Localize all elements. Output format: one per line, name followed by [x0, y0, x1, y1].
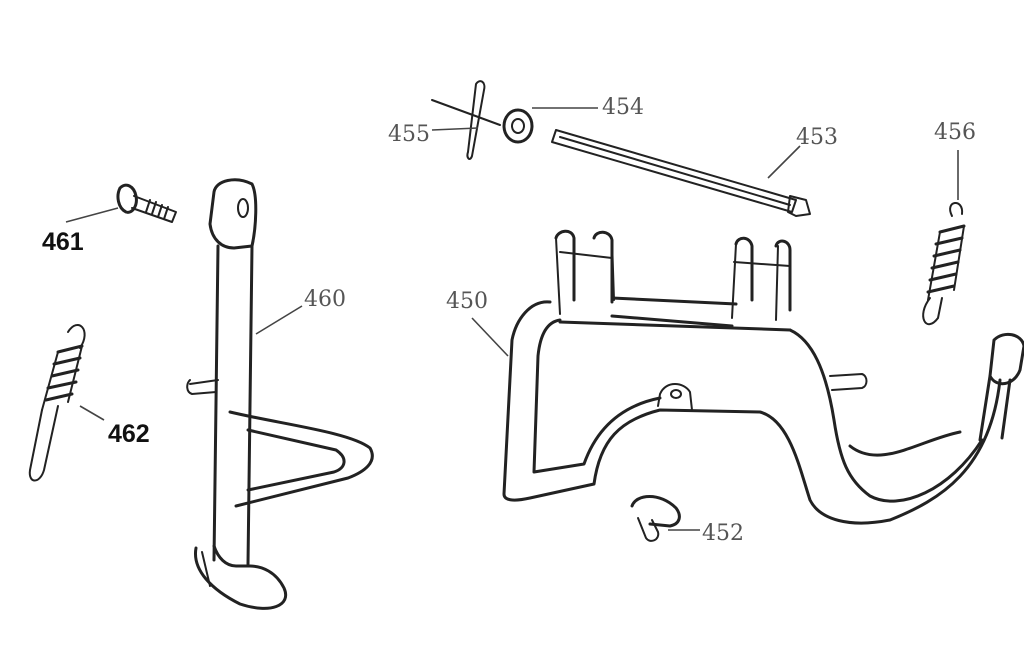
part-460-side-stand — [186, 178, 374, 610]
part-452-stopper — [630, 495, 681, 542]
callout-454: 454 — [602, 95, 644, 120]
leader-461 — [65, 207, 119, 223]
leader-lines — [65, 107, 959, 531]
callout-450: 450 — [446, 289, 488, 314]
part-462-spring — [28, 324, 86, 482]
callout-456: 456 — [934, 120, 976, 145]
part-450-center-stand — [502, 229, 1024, 525]
leader-450 — [471, 317, 509, 357]
part-454-washer — [502, 108, 534, 144]
part-456-spring — [922, 202, 966, 326]
callout-453: 453 — [796, 125, 838, 150]
callout-462: 462 — [108, 420, 150, 448]
leader-455 — [431, 127, 479, 131]
leader-462 — [79, 405, 105, 421]
callout-452: 452 — [702, 521, 744, 546]
part-455-cotter-pin — [431, 80, 501, 160]
callout-461: 461 — [42, 228, 84, 256]
leader-460 — [255, 305, 303, 335]
leader-453 — [767, 145, 801, 179]
part-461-bolt — [116, 183, 177, 223]
part-453-axle-bolt — [551, 129, 811, 217]
callout-460: 460 — [304, 287, 346, 312]
callout-455: 455 — [388, 122, 430, 147]
